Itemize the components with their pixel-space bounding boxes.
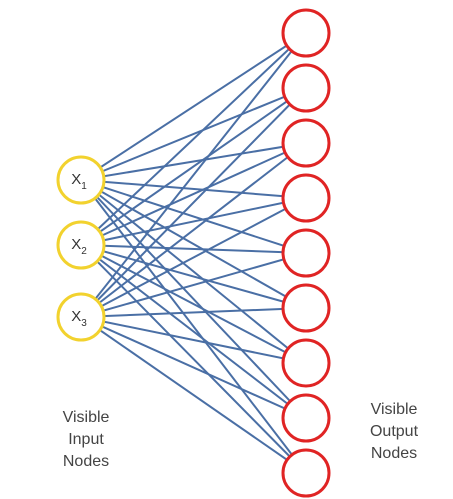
edge-x3-out4: [80, 197, 307, 318]
output-node-4: [281, 173, 331, 223]
edge-x2-out5: [80, 244, 307, 254]
output-node-7: [281, 338, 331, 388]
input-node-circle: [56, 292, 106, 342]
input-nodes-caption: Visible Input Nodes: [46, 407, 126, 473]
edge-x3-out8: [80, 316, 307, 419]
input-node-circle: [56, 155, 106, 205]
input-node-1: X1: [56, 155, 106, 205]
edge-x1-out1: [80, 32, 307, 181]
edge-x2-out4: [80, 197, 307, 246]
caption-line: Visible: [370, 401, 418, 418]
input-node-subscript: 1: [81, 181, 87, 192]
caption-line: Visible: [62, 409, 110, 426]
caption-line: Nodes: [62, 453, 110, 470]
connections: [80, 32, 307, 474]
input-node-3: X3: [56, 292, 106, 342]
output-layer: [281, 8, 331, 498]
edge-x2-out2: [80, 87, 307, 246]
output-node-9: [281, 448, 331, 498]
output-node-3: [281, 118, 331, 168]
edge-x2-out3: [80, 142, 307, 246]
edge-x2-out1: [80, 32, 307, 246]
edge-x3-out6: [80, 307, 307, 318]
edge-x1-out2: [80, 87, 307, 181]
edge-x1-out5: [80, 179, 307, 254]
output-node-6: [281, 283, 331, 333]
output-node-2: [281, 63, 331, 113]
edge-x1-out4: [80, 179, 307, 199]
edge-x2-out9: [80, 244, 307, 474]
output-node-1: [281, 8, 331, 58]
caption-line: Nodes: [370, 445, 418, 462]
output-node-8: [281, 393, 331, 443]
caption-line: Output: [369, 423, 419, 440]
edge-x1-out3: [80, 142, 307, 181]
input-node-circle: [56, 220, 106, 270]
edge-x3-out7: [80, 316, 307, 364]
edge-x1-out6: [80, 179, 307, 309]
edge-x3-out3: [80, 142, 307, 318]
edge-x3-out2: [80, 87, 307, 318]
edge-x3-out1: [80, 32, 307, 318]
edge-x2-out7: [80, 244, 307, 364]
edge-x2-out6: [80, 244, 307, 309]
edge-x3-out9: [80, 316, 307, 474]
input-node-subscript: 3: [81, 318, 87, 329]
edge-x2-out8: [80, 244, 307, 419]
edge-x3-out5: [80, 252, 307, 318]
input-node-subscript: 2: [81, 246, 87, 257]
output-nodes-caption: Visible Output Nodes: [352, 399, 436, 465]
caption-line: Input: [68, 431, 104, 448]
output-node-5: [281, 228, 331, 278]
input-node-2: X2: [56, 220, 106, 270]
